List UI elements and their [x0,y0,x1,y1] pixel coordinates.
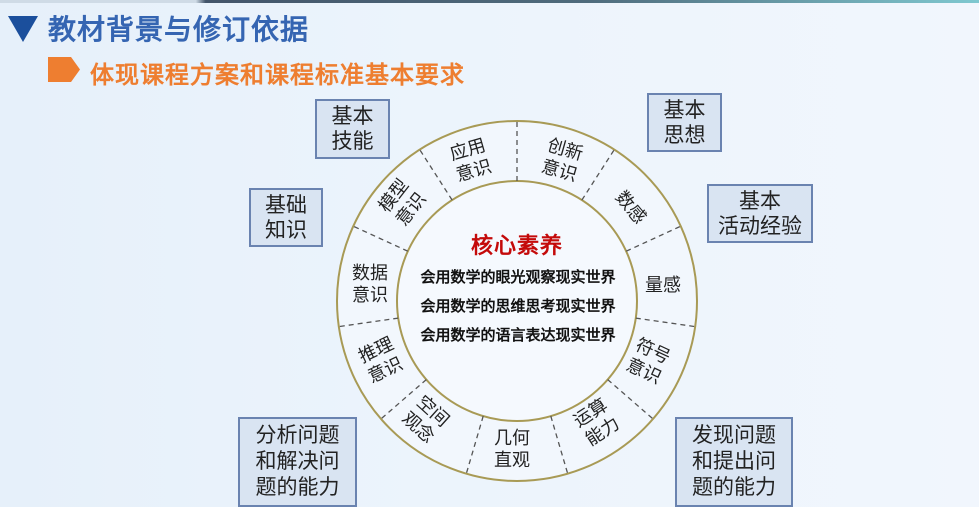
core-line-observe: 会用数学的眼光观察现实世界 [420,268,616,286]
slide-subtitle: 体现课程方案和课程标准基本要求 [90,61,465,89]
slide-title: 教材背景与修订依据 [48,13,310,46]
box-basic-skills: 基本 技能 [315,99,390,159]
core-line-express: 会用数学的语言表达现实世界 [420,326,616,344]
ring-segment-quantity-sense: 量感 [645,275,681,296]
triangle-down-icon [8,16,38,42]
top-accent-line [0,0,979,3]
ring-segment-data: 数据意识 [352,263,388,306]
box-discover-pose-problems: 发现问题 和提出问 题的能力 [675,417,793,507]
box-analyze-solve-problems: 分析问题 和解决问 题的能力 [238,417,357,507]
segment-dividers [338,121,696,474]
core-line-think: 会用数学的思维思考现实世界 [420,297,616,315]
ring-segment-geometric-intuition: 几何直观 [494,428,530,471]
box-basic-knowledge: 基础 知识 [249,188,323,247]
box-basic-activity-experience: 基本 活动经验 [707,184,813,243]
core-competency-title: 核心素养 [470,234,563,259]
box-basic-thoughts: 基本 思想 [647,93,722,152]
